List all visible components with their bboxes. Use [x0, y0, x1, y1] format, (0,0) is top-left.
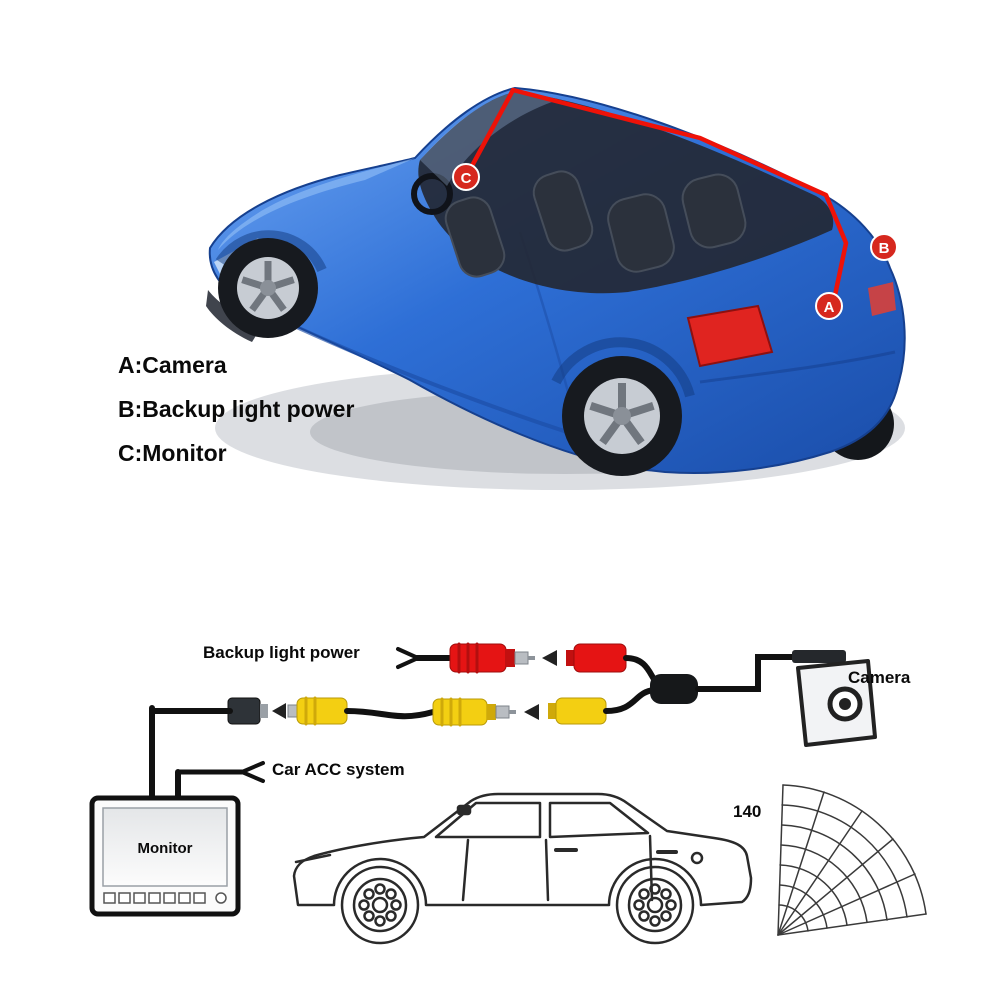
monitor-buttons [103, 892, 206, 904]
sensor-angle-label: 140 [733, 802, 762, 821]
marker-c: C [452, 163, 480, 191]
acc-wire-fork [240, 761, 265, 783]
monitor-power-button [215, 892, 227, 904]
car-acc-system-label: Car ACC system [272, 760, 405, 779]
marker-a-letter: A [824, 299, 835, 316]
marker-a: A [815, 292, 843, 320]
backup-light-power-label: Backup light power [203, 643, 360, 662]
cable-splitter [650, 674, 698, 704]
wheel-front-outline [340, 865, 420, 945]
rear-wheel [562, 356, 682, 476]
rca-connector-yellow-1 [287, 696, 348, 726]
front-wheel [218, 238, 318, 338]
monitor-screen [102, 807, 228, 887]
legend-item-monitor: C:Monitor [118, 440, 227, 466]
steering-wheel [411, 173, 453, 215]
legend-item-camera: A:Camera [118, 352, 227, 378]
wiring-diagram [89, 642, 927, 945]
monitor-video-jack [227, 697, 268, 725]
plug-arrow-yellow [524, 704, 539, 720]
marker-b: B [870, 233, 898, 261]
monitor-label: Monitor [137, 840, 193, 857]
taillight [686, 304, 774, 368]
side-mirror [456, 804, 472, 816]
cable-route-overlay: C A B [452, 87, 898, 320]
car-photo-illustration: C A B [206, 86, 906, 490]
car-outline-drawing [292, 792, 753, 945]
sensor-range-arcs [777, 784, 927, 936]
plug-arrow-jack [272, 703, 286, 719]
legend-item-backup-light: B:Backup light power [118, 396, 355, 422]
marker-c-letter: C [461, 170, 472, 187]
plug-arrow-red [542, 650, 557, 666]
camera-icon [792, 650, 877, 747]
monitor-icon [89, 795, 241, 917]
car-seats [444, 170, 747, 278]
marker-b-letter: B [879, 240, 890, 257]
rca-connector-yellow-female [548, 697, 607, 725]
camera-label: Camera [848, 668, 911, 687]
legend: A:Camera B:Backup light power C:Monitor [118, 352, 354, 484]
rca-connector-red-female [566, 643, 627, 673]
rca-connector-red-male [449, 642, 535, 674]
rca-connector-yellow-2 [432, 697, 516, 727]
wheel-rear-outline [615, 865, 695, 945]
